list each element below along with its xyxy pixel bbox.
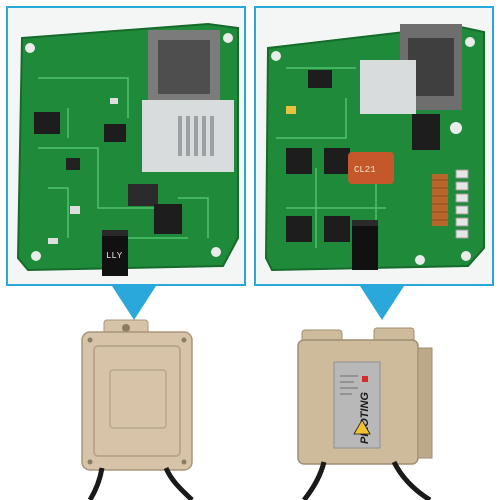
mounting-hole <box>122 324 130 332</box>
smd-resistor <box>48 238 58 244</box>
transistor <box>66 158 80 170</box>
power-cable <box>302 461 327 500</box>
left-pcb-photo: LLY <box>8 8 244 284</box>
right-pcb-photo: CL21 <box>256 8 492 284</box>
casing-panel <box>109 369 167 429</box>
ic-chip <box>308 70 332 88</box>
power-cable <box>87 467 105 500</box>
side-flange <box>417 347 433 459</box>
ic-chip <box>104 124 126 142</box>
mounting-hole <box>25 43 35 53</box>
inductor <box>128 184 158 206</box>
power-cable <box>163 466 194 500</box>
mounting-hole <box>211 247 221 257</box>
screw <box>87 337 93 343</box>
mosfet <box>286 148 312 174</box>
mosfet <box>324 148 350 174</box>
transformer-core <box>158 40 210 94</box>
power-mosfet <box>154 204 182 234</box>
screw <box>181 337 187 343</box>
right-pcb-photo-frame: CL21 <box>254 6 494 286</box>
right-ballast-product: PILOTING <box>254 318 494 500</box>
heatsink-plate <box>360 60 416 114</box>
power-cable <box>391 460 432 500</box>
screw <box>87 459 93 465</box>
capacitor-marking: LLY <box>106 251 123 261</box>
right-callout-pointer <box>360 286 404 320</box>
mounting-hole <box>461 251 471 261</box>
screw <box>181 459 187 465</box>
board-edge <box>16 22 239 272</box>
mounting-hole <box>465 37 475 47</box>
resistor-marking: CL21 <box>354 165 376 175</box>
brand-name: PILOTING <box>359 392 371 444</box>
capacitor-top <box>352 220 378 226</box>
brand-logo-mark <box>362 376 368 382</box>
electrolytic-capacitor <box>102 230 128 276</box>
electrolytic-capacitor <box>352 220 378 270</box>
ic-chip <box>34 112 60 134</box>
mosfet <box>324 216 350 242</box>
warning-icon <box>353 419 371 435</box>
capacitor-top <box>102 230 128 236</box>
power-mosfet <box>412 114 440 150</box>
smd-resistor <box>110 98 118 104</box>
left-ballast-product <box>6 318 246 500</box>
smd-resistor <box>70 206 80 214</box>
coil-inductor <box>432 174 448 226</box>
left-callout-pointer <box>112 286 156 320</box>
left-ballast-photo <box>81 319 194 500</box>
left-pcb-photo-frame: LLY <box>6 6 246 286</box>
connector-pins <box>455 169 469 239</box>
mounting-hole <box>223 33 233 43</box>
film-resistor <box>348 152 394 184</box>
ballast-casing <box>81 331 193 471</box>
mounting-hole <box>415 255 425 265</box>
product-label <box>333 361 381 449</box>
mounting-hole <box>450 122 462 134</box>
smd-capacitor <box>286 106 296 114</box>
mounting-hole <box>271 51 281 61</box>
mosfet <box>286 216 312 242</box>
casing-recess <box>93 345 181 457</box>
mounting-hole <box>31 251 41 261</box>
label-fine-print <box>340 375 358 395</box>
right-ballast-photo: PILOTING <box>297 327 433 500</box>
heatsink-vents <box>178 116 214 156</box>
coil-windings <box>432 179 448 221</box>
